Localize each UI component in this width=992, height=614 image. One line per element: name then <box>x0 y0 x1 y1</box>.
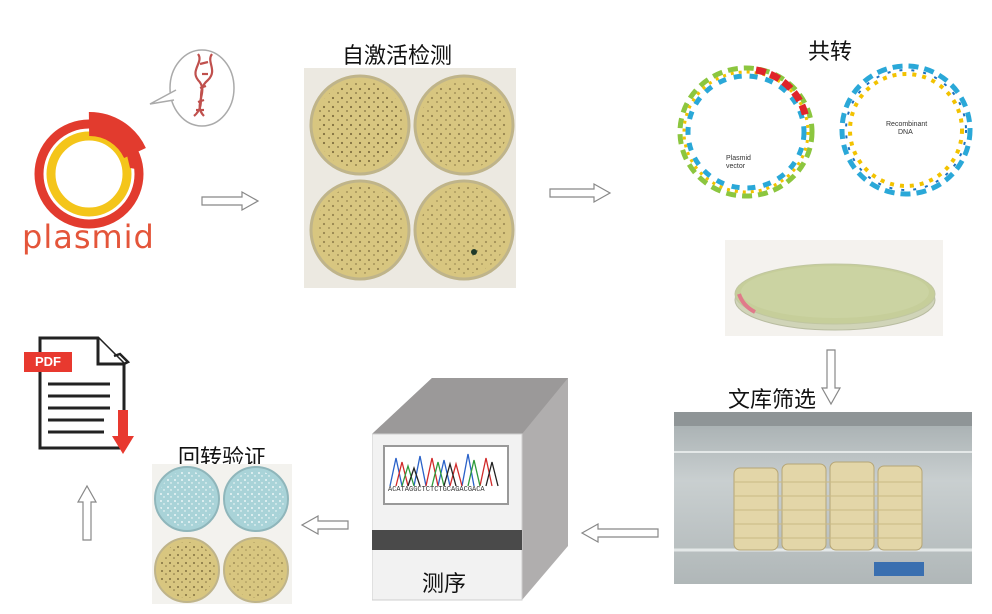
arrow-right-2 <box>548 182 612 204</box>
reverse-validation-plates-photo <box>152 464 292 604</box>
arrow-left-2 <box>300 514 350 536</box>
agar-plate <box>413 74 515 176</box>
agar-plate <box>223 537 289 603</box>
pdf-badge-text: PDF <box>35 354 61 369</box>
agar-plate <box>309 179 411 281</box>
petri-dish-photo <box>725 240 943 336</box>
recombinant-dna-circle: Recombinant DNA <box>832 56 980 204</box>
cotransformation-label: 共转 <box>808 40 853 65</box>
svg-text:vector: vector <box>726 163 746 170</box>
sequencer-machine: ACATAGGCTCTCTGCAGACGACA 测序 <box>371 378 572 602</box>
dna-icon <box>193 53 214 117</box>
agar-plate <box>309 74 411 176</box>
arrow-right-1 <box>200 190 260 212</box>
agar-plate <box>413 179 515 281</box>
plasmid-label: plasmid <box>22 218 155 256</box>
incubator-photo <box>674 412 972 584</box>
arrow-down-1 <box>820 348 842 406</box>
library-screen-label: 文库筛选 <box>728 388 817 413</box>
self-activation-plates-photo <box>304 68 516 288</box>
svg-text:Recombinant: Recombinant <box>886 121 927 128</box>
sequence-text: ACATAGGCTCTCTGCAGACGACA <box>388 486 485 494</box>
svg-text:DNA: DNA <box>898 129 913 136</box>
arrow-up-1 <box>76 484 98 542</box>
sequencing-label: 测序 <box>422 572 467 597</box>
agar-plate <box>154 537 220 603</box>
pdf-report-icon: PDF <box>20 334 150 458</box>
arrow-left-1 <box>580 522 660 544</box>
agar-plate <box>154 466 220 532</box>
svg-text:Plasmid: Plasmid <box>726 155 751 162</box>
plasmid-logo: plasmid <box>22 108 172 268</box>
dna-speech-bubble <box>146 44 236 134</box>
self-activation-label: 自激活检测 <box>342 44 453 69</box>
agar-plate <box>223 466 289 532</box>
plasmid-vector-circle: Plasmid vector <box>668 58 824 208</box>
